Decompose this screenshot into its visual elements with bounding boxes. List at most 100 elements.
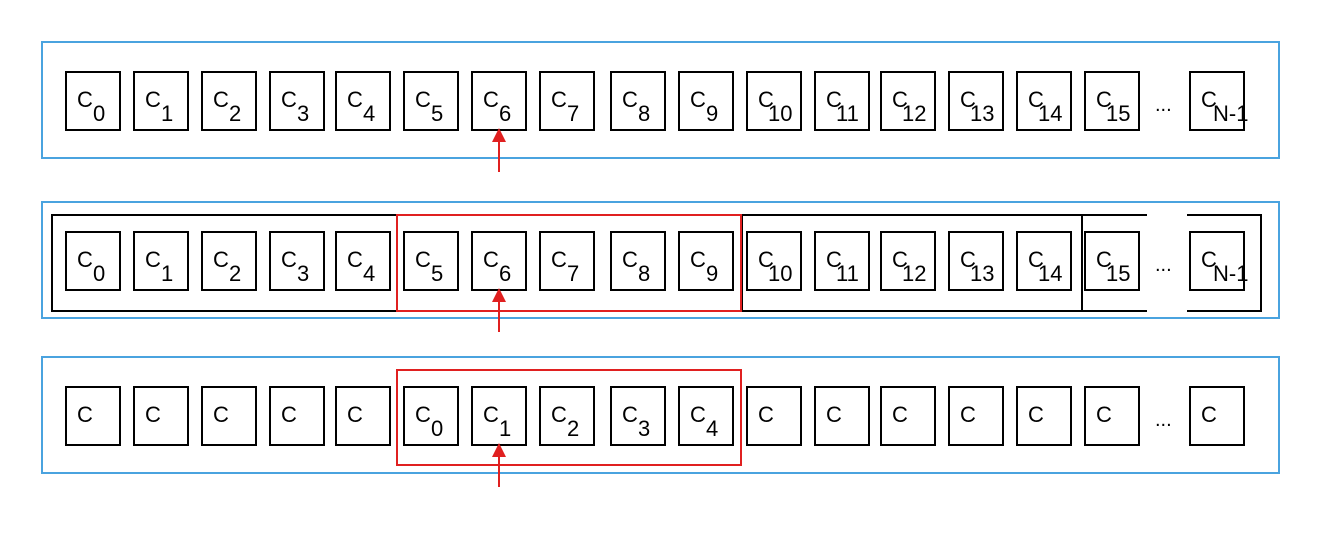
cell-row-3-10: C: [746, 386, 802, 446]
cell-letter: C: [960, 247, 976, 272]
cell-letter: C: [551, 247, 567, 272]
cell-subscript: 10: [768, 261, 793, 286]
pointer-arrow-row-3: [492, 443, 506, 487]
cell-letter: C: [145, 402, 161, 427]
active-window-box-row-3: [396, 369, 742, 466]
panel-row-3: [41, 356, 1280, 474]
cell-subscript: N-1: [1213, 101, 1249, 126]
cell-letter: C: [77, 87, 93, 112]
cell-letter: C: [758, 247, 774, 272]
cell-letter: C: [892, 87, 908, 112]
cell-row-3-3: C: [269, 386, 325, 446]
cell-row-3-1: C: [133, 386, 189, 446]
cell-subscript: 8: [638, 261, 651, 286]
cell-letter: C: [347, 87, 363, 112]
cell-subscript: 10: [768, 101, 793, 126]
cell-letter: C: [960, 87, 976, 112]
cell-subscript: 15: [1106, 261, 1131, 286]
cell-letter: C: [622, 87, 638, 112]
cell-subscript: 4: [363, 261, 376, 286]
cell-letter: C: [690, 87, 706, 112]
cell-subscript: 12: [902, 101, 927, 126]
panel-row-1: [41, 41, 1280, 159]
cell-letter: C: [758, 87, 774, 112]
cell-row-3-15: C: [1084, 386, 1140, 446]
ellipsis-row-3: ...: [1155, 409, 1172, 431]
cell-letter: C: [347, 247, 363, 272]
cell-letter: C: [1201, 247, 1217, 272]
cell-subscript: 4: [363, 101, 376, 126]
cell-subscript: N-1: [1213, 261, 1249, 286]
cell-subscript: 12: [902, 261, 927, 286]
cell-letter: C: [1201, 402, 1217, 427]
cell-letter: C: [347, 402, 363, 427]
cell-letter: C: [145, 87, 161, 112]
cell-letter: C: [960, 402, 976, 427]
cell-letter: C: [1028, 402, 1044, 427]
cell-letter: C: [1028, 87, 1044, 112]
cell-subscript: 3: [297, 261, 310, 286]
pointer-arrow-row-2: [492, 288, 506, 332]
cell-subscript: 1: [161, 261, 174, 286]
cell-letter: C: [281, 247, 297, 272]
cell-subscript: 7: [567, 261, 580, 286]
cell-letter: C: [892, 402, 908, 427]
cell-subscript: 14: [1038, 261, 1063, 286]
cell-letter: C: [415, 247, 431, 272]
cell-letter: C: [1028, 247, 1044, 272]
cell-subscript: 8: [638, 101, 651, 126]
cell-row-3-14: C: [1016, 386, 1072, 446]
cell-row-3-12: C: [880, 386, 936, 446]
cell-letter: C: [622, 402, 638, 427]
cell-subscript: 2: [567, 416, 580, 441]
cell-letter: C: [281, 87, 297, 112]
cell-subscript: 11: [836, 101, 859, 126]
cell-subscript: 0: [93, 101, 106, 126]
cell-subscript: 5: [431, 261, 444, 286]
group-box-4-left: [1081, 214, 1147, 312]
cell-letter: C: [213, 87, 229, 112]
cell-letter: C: [483, 247, 499, 272]
cell-letter: C: [551, 87, 567, 112]
cell-row-3-13: C: [948, 386, 1004, 446]
cell-letter: C: [483, 87, 499, 112]
cell-letter: C: [690, 247, 706, 272]
cell-subscript: 3: [297, 101, 310, 126]
panel-row-2: [41, 201, 1280, 319]
cell-subscript: 2: [229, 101, 242, 126]
ellipsis-row-1: ...: [1155, 94, 1172, 116]
cell-subscript: 13: [970, 261, 995, 286]
cell-subscript: 6: [499, 101, 512, 126]
cell-row-3-16: C: [1189, 386, 1245, 446]
cell-letter: C: [213, 247, 229, 272]
cell-letter: C: [551, 402, 567, 427]
